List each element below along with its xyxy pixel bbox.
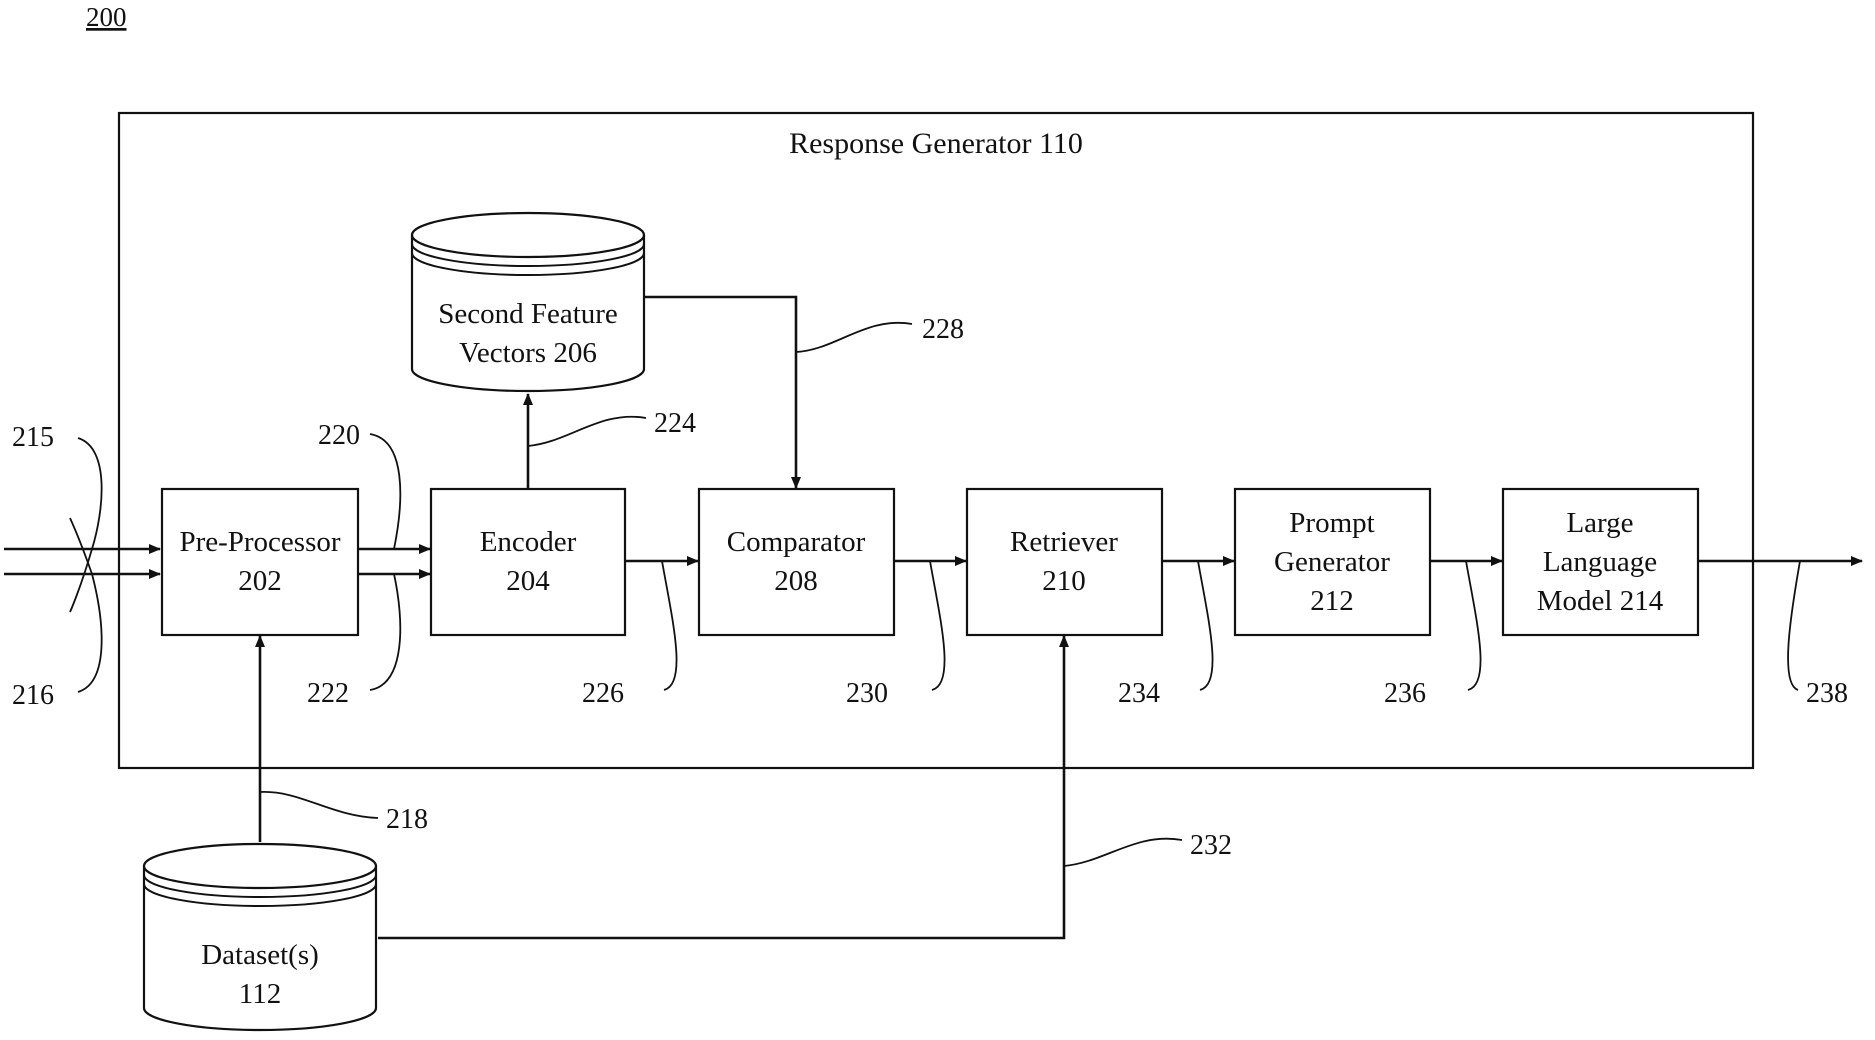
retriever-number: 210: [1042, 565, 1086, 597]
leader-215: [69, 437, 103, 613]
ref-215: 215: [12, 422, 54, 453]
prompt-generator-block: Prompt Generator 212: [1233, 487, 1432, 637]
ref-236: 236: [1384, 678, 1426, 709]
pre-processor-label: Pre-Processor: [179, 526, 340, 558]
ref-224: 224: [654, 408, 696, 439]
leader-232: [1063, 837, 1183, 867]
prompt-generator-label-1: Prompt: [1289, 507, 1374, 539]
response-generator-frame: [117, 111, 1755, 770]
line-228: [645, 295, 801, 489]
ref-238: 238: [1806, 678, 1848, 709]
datasets-datastore: Dataset(s) 112: [142, 842, 378, 1032]
llm-label-3: Model 214: [1537, 585, 1664, 617]
leader-226: [661, 560, 678, 691]
leader-218: [259, 791, 379, 819]
encoder-block: Encoder 204: [429, 487, 627, 637]
ref-228: 228: [922, 314, 964, 345]
ref-230: 230: [846, 678, 888, 709]
leader-234: [1197, 560, 1214, 691]
leader-224: [527, 415, 647, 447]
comparator-block: Comparator 208: [697, 487, 896, 637]
datasets-label: Dataset(s): [201, 939, 319, 971]
datasets-number: 112: [239, 978, 281, 1010]
ref-222: 222: [307, 678, 349, 709]
line-232: [378, 635, 1069, 940]
comparator-number: 208: [774, 565, 818, 597]
retriever-block: Retriever 210: [965, 487, 1164, 637]
leader-222: [369, 573, 402, 691]
ref-232: 232: [1190, 830, 1232, 861]
llm-block: Large Language Model 214: [1501, 487, 1700, 637]
figure-number: 200: [86, 2, 127, 32]
retriever-label: Retriever: [1010, 526, 1118, 558]
comparator-label: Comparator: [727, 526, 866, 558]
ref-216: 216: [12, 680, 54, 711]
llm-label-2: Language: [1543, 546, 1657, 578]
leader-230: [929, 560, 946, 691]
leader-236: [1465, 560, 1482, 691]
response-generator-title: Response Generator 110: [789, 127, 1083, 160]
leader-238: [1787, 560, 1801, 691]
second-feature-vectors-label-1: Second Feature: [438, 298, 618, 330]
ref-220: 220: [318, 420, 360, 451]
pre-processor-number: 202: [238, 565, 282, 597]
ref-234: 234: [1118, 678, 1160, 709]
second-feature-vectors-label-2: Vectors 206: [459, 337, 597, 369]
leader-228: [795, 321, 913, 353]
ref-218: 218: [386, 804, 428, 835]
prompt-generator-number: 212: [1310, 585, 1354, 617]
leader-216: [69, 517, 103, 693]
leader-220: [369, 433, 402, 550]
encoder-number: 204: [506, 565, 550, 597]
second-feature-vectors-datastore: Second Feature Vectors 206: [410, 211, 646, 393]
ref-226: 226: [582, 678, 624, 709]
llm-label-1: Large: [1566, 507, 1633, 539]
prompt-generator-label-2: Generator: [1274, 546, 1390, 578]
pre-processor-block: Pre-Processor 202: [160, 487, 360, 637]
encoder-label: Encoder: [480, 526, 577, 558]
